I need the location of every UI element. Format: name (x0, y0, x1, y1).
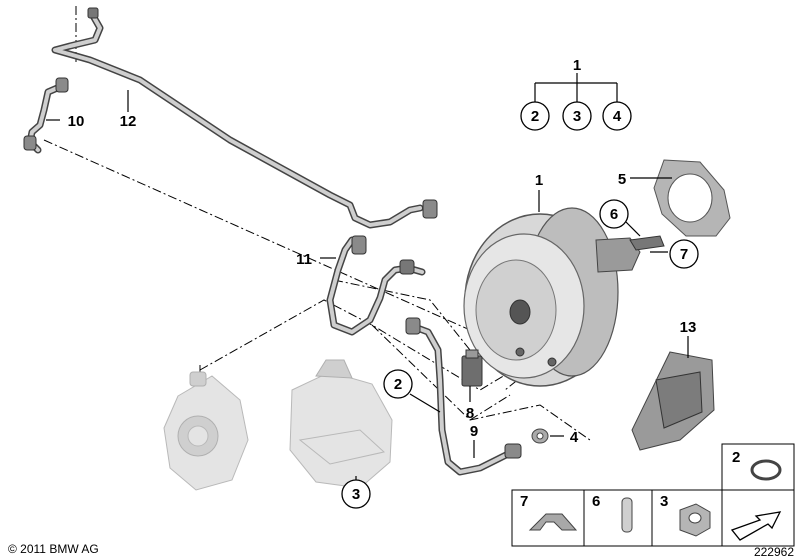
callout-13: 13 (680, 319, 697, 336)
hose-10[interactable] (23, 77, 69, 154)
vacuum-line-12[interactable] (51, 7, 438, 229)
callout-8: 8 (466, 405, 474, 422)
callout-circle-3-bottom (341, 479, 371, 509)
legend-label-3: 3 (660, 493, 668, 510)
vacuum-pipe-9[interactable] (405, 317, 522, 476)
callout-3-top: 3 (573, 108, 581, 125)
callout-12: 12 (120, 113, 137, 130)
arrow-icon (730, 511, 782, 541)
callout-9: 9 (470, 423, 478, 440)
o-ring-icon (750, 459, 782, 481)
callout-circle-7 (669, 239, 699, 269)
callout-1-top: 1 (573, 57, 581, 74)
clip-icon (528, 513, 578, 531)
callout-2-top: 2 (531, 108, 539, 125)
leader-lines (46, 73, 689, 486)
callout-circle-4-top (602, 101, 632, 131)
nut-4[interactable] (531, 428, 549, 444)
gasket-5[interactable] (653, 159, 731, 237)
legend-label-6: 6 (592, 493, 600, 510)
callout-5: 5 (618, 171, 626, 188)
pin-icon (621, 497, 633, 533)
bracket-13[interactable] (631, 351, 715, 451)
callout-6: 6 (610, 206, 618, 223)
expansion-tank-ghost (289, 359, 393, 489)
callout-circle-2-top (520, 101, 550, 131)
callouts: 1 2 3 4 1 5 6 7 10 12 11 13 2 8 4 9 3 (68, 57, 699, 509)
callout-1-booster: 1 (535, 172, 543, 189)
legend-label-2: 2 (732, 449, 740, 466)
callout-circle-3-top (562, 101, 592, 131)
copyright-text: © 2011 BMW AG (8, 542, 99, 556)
legend-box-pin (583, 489, 653, 547)
callout-2-mid: 2 (394, 376, 402, 393)
brake-booster[interactable] (463, 207, 665, 387)
callout-11: 11 (296, 251, 312, 268)
callout-4-top: 4 (613, 108, 622, 125)
legend-label-7: 7 (520, 493, 528, 510)
callout-10: 10 (68, 113, 85, 130)
callout-4-mid: 4 (570, 429, 579, 446)
callout-circle-2-mid (383, 369, 413, 399)
callout-7: 7 (680, 246, 688, 263)
pressure-sensor-8[interactable] (461, 349, 483, 387)
vacuum-pump-ghost (163, 371, 249, 491)
callout-3-bottom: 3 (352, 486, 360, 503)
parts-legend: 2 7 6 3 (511, 443, 795, 547)
diagram-number: 222962 (754, 545, 794, 559)
legend-box-o-ring (721, 443, 795, 491)
vacuum-hose-11[interactable] (326, 235, 426, 336)
callout-circle-6 (599, 199, 629, 229)
